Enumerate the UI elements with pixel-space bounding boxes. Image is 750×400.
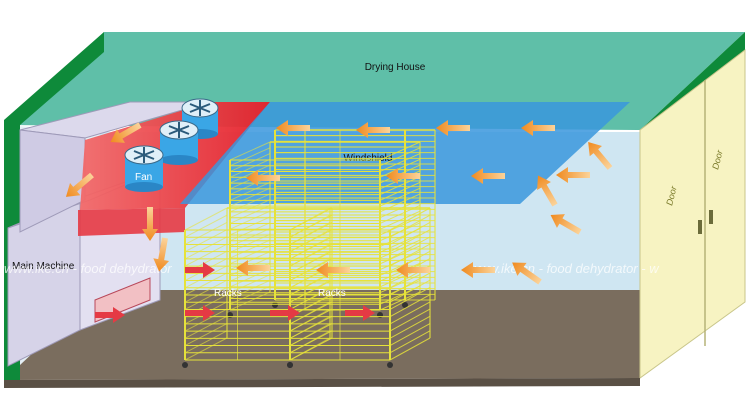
airflow-arrow bbox=[461, 262, 495, 278]
hot-air-arrow bbox=[95, 307, 125, 323]
rack-group bbox=[182, 129, 436, 368]
watermark-left: www.ike.cn - food dehydrator bbox=[4, 261, 172, 276]
airflow-arrow bbox=[396, 262, 430, 278]
fan-3: Fan bbox=[124, 145, 164, 192]
airflow-arrow bbox=[521, 120, 555, 136]
door-left: Door bbox=[664, 184, 679, 206]
hot-air-arrow bbox=[185, 305, 215, 321]
airflow-arrow bbox=[276, 120, 310, 136]
airflow-arrow bbox=[588, 141, 613, 170]
end-wall bbox=[639, 48, 746, 379]
airflow-arrow bbox=[436, 120, 470, 136]
fan-2 bbox=[159, 120, 199, 165]
main-machine-label: Main Machine bbox=[12, 261, 75, 272]
airflow-arrows bbox=[65, 120, 613, 323]
watermark-right: www.ike.cn - food dehydrator - w bbox=[470, 261, 660, 276]
airflow-arrow bbox=[236, 260, 270, 276]
racks-right-label: Racks bbox=[318, 288, 346, 299]
hot-air-arrow bbox=[345, 305, 375, 321]
racks-left-label: Racks bbox=[214, 288, 242, 299]
drying-house-label: Drying House bbox=[365, 62, 426, 73]
airflow-arrow bbox=[153, 237, 170, 272]
airflow-arrow bbox=[110, 122, 142, 143]
door-right-label: Door bbox=[710, 148, 725, 170]
airflow-arrow bbox=[512, 262, 542, 285]
airflow-arrow bbox=[316, 262, 350, 278]
airflow-arrow bbox=[142, 207, 158, 241]
airflow-arrow bbox=[556, 167, 590, 183]
hot-air-arrow bbox=[270, 305, 300, 321]
airflow-arrow bbox=[386, 168, 420, 184]
airflow-arrow bbox=[471, 168, 505, 184]
airflow-arrow bbox=[537, 175, 558, 207]
hot-air-arrow bbox=[185, 262, 215, 278]
airflow-arrow bbox=[356, 122, 390, 138]
door-left-label: Door bbox=[664, 184, 679, 206]
airflow-arrow bbox=[246, 170, 280, 186]
fan-label: Fan bbox=[135, 172, 152, 183]
airflow-arrow bbox=[65, 172, 94, 197]
airflow-arrow bbox=[550, 214, 582, 235]
door-right: Door bbox=[710, 148, 725, 170]
